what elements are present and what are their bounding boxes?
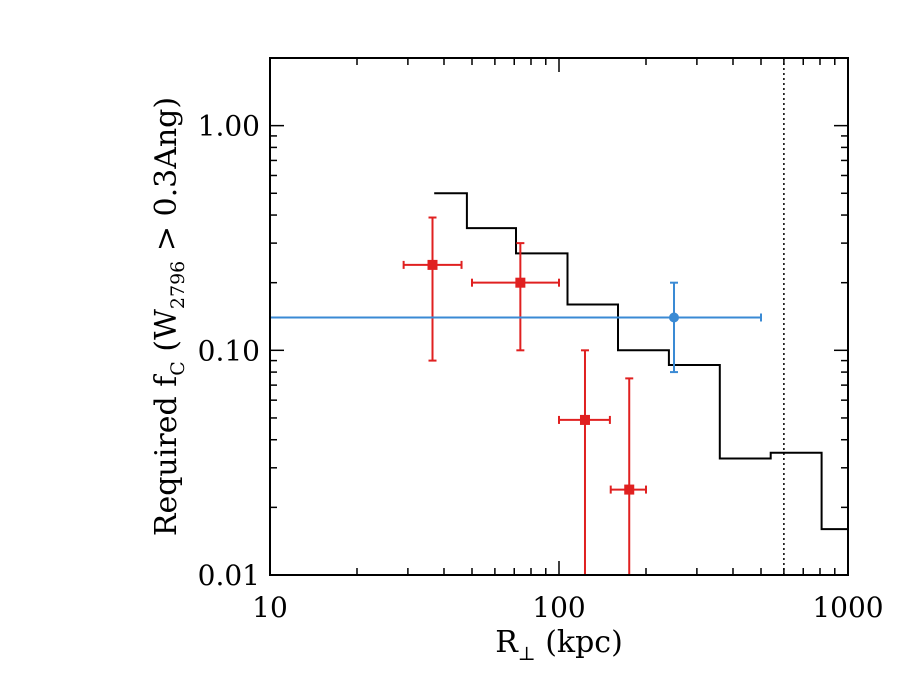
ticks-group — [269, 57, 849, 576]
y-tick-label: 0.01 — [198, 559, 260, 592]
step-line — [434, 192, 848, 531]
y-axis-title-mid: (W — [149, 309, 184, 361]
data-point-square — [579, 414, 590, 425]
x-axis-title-main: R — [495, 625, 519, 660]
x-axis-title-rest: (kpc) — [536, 625, 623, 660]
data-point-square — [515, 277, 526, 288]
step-line-group — [434, 192, 848, 531]
data-point-square — [427, 259, 438, 270]
y-axis-title-sub1: C — [167, 361, 189, 376]
y-axis-title-rest: > 0.3Ang) — [149, 97, 184, 261]
tick-labels-group: 10 100 1000 0.01 0.10 1.00 — [198, 110, 884, 624]
y-axis-title: Required fC (W2796 > 0.3Ang) — [149, 97, 189, 536]
x-tick-label: 100 — [532, 591, 585, 624]
x-axis-title-sub: ⊥ — [518, 643, 536, 665]
data-point-circle — [669, 312, 680, 323]
x-tick-label: 10 — [252, 591, 288, 624]
y-tick-label: 1.00 — [198, 110, 260, 143]
x-axis-title: R⊥ (kpc) — [495, 625, 623, 665]
y-tick-label: 0.10 — [198, 334, 260, 367]
x-tick-label: 1000 — [812, 591, 883, 624]
points-group — [270, 216, 763, 575]
y-axis-title-sub2: 2796 — [167, 261, 189, 309]
y-axis-title-main: Required f — [149, 374, 184, 536]
data-point-square — [624, 484, 635, 495]
